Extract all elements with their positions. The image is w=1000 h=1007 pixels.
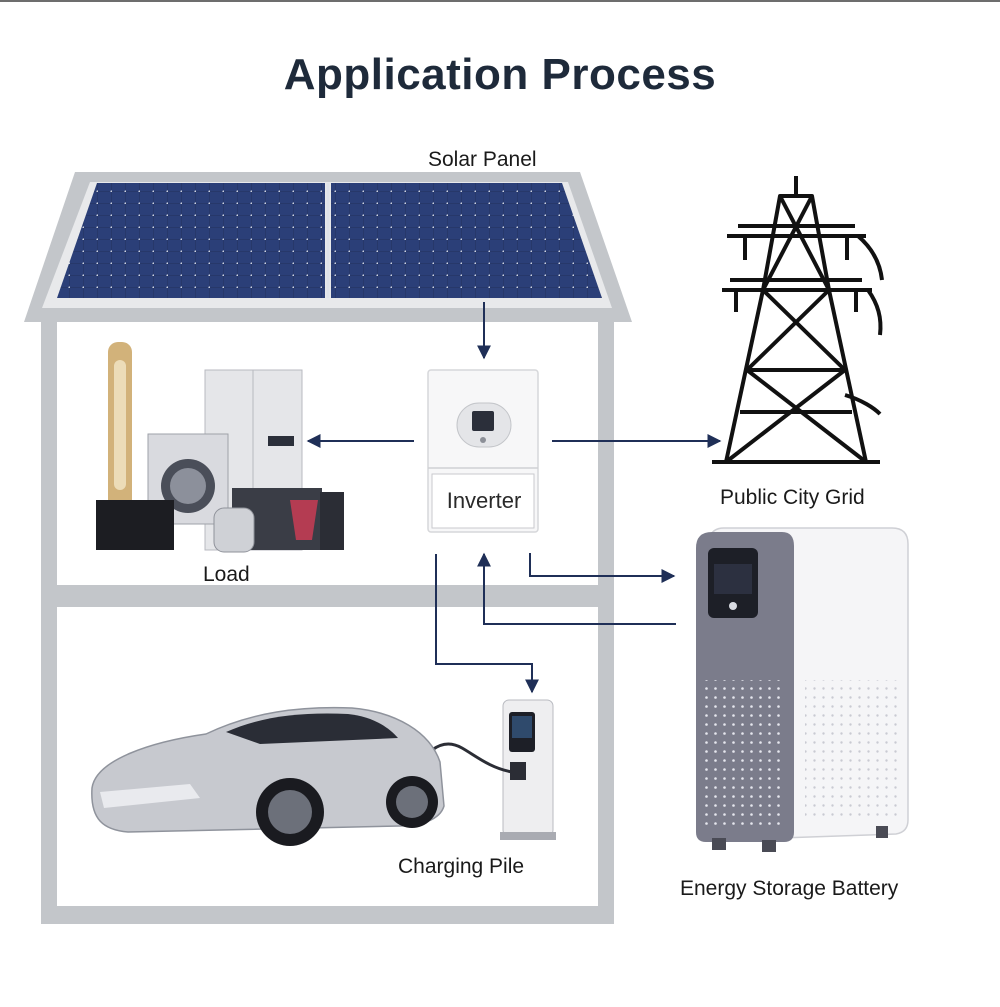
transmission-tower-icon [712,176,884,464]
top-rule [0,0,1000,2]
inverter-label: Inverter [446,488,522,513]
appliances-icon [96,342,344,553]
inverter-icon [427,369,539,533]
public-city-grid-label: Public City Grid [720,486,865,509]
charging-pile-label: Charging Pile [398,855,525,878]
flow-arrows [306,302,722,694]
solar-panel-icon [57,183,602,298]
arrow-inverter-to-charging-pile [435,554,539,694]
car-icon [91,706,445,846]
load-label: Load [203,563,250,586]
energy-storage-battery-label: Energy Storage Battery [680,877,899,900]
page-title: Application Process [283,50,717,99]
charging-pile-icon [500,699,556,840]
arrow-inverter-to-battery [529,553,676,583]
battery-icon [696,527,909,852]
charging-cable [431,742,513,774]
solar-panel-label: Solar Panel [428,148,537,171]
arrow-battery-to-inverter [477,552,676,625]
